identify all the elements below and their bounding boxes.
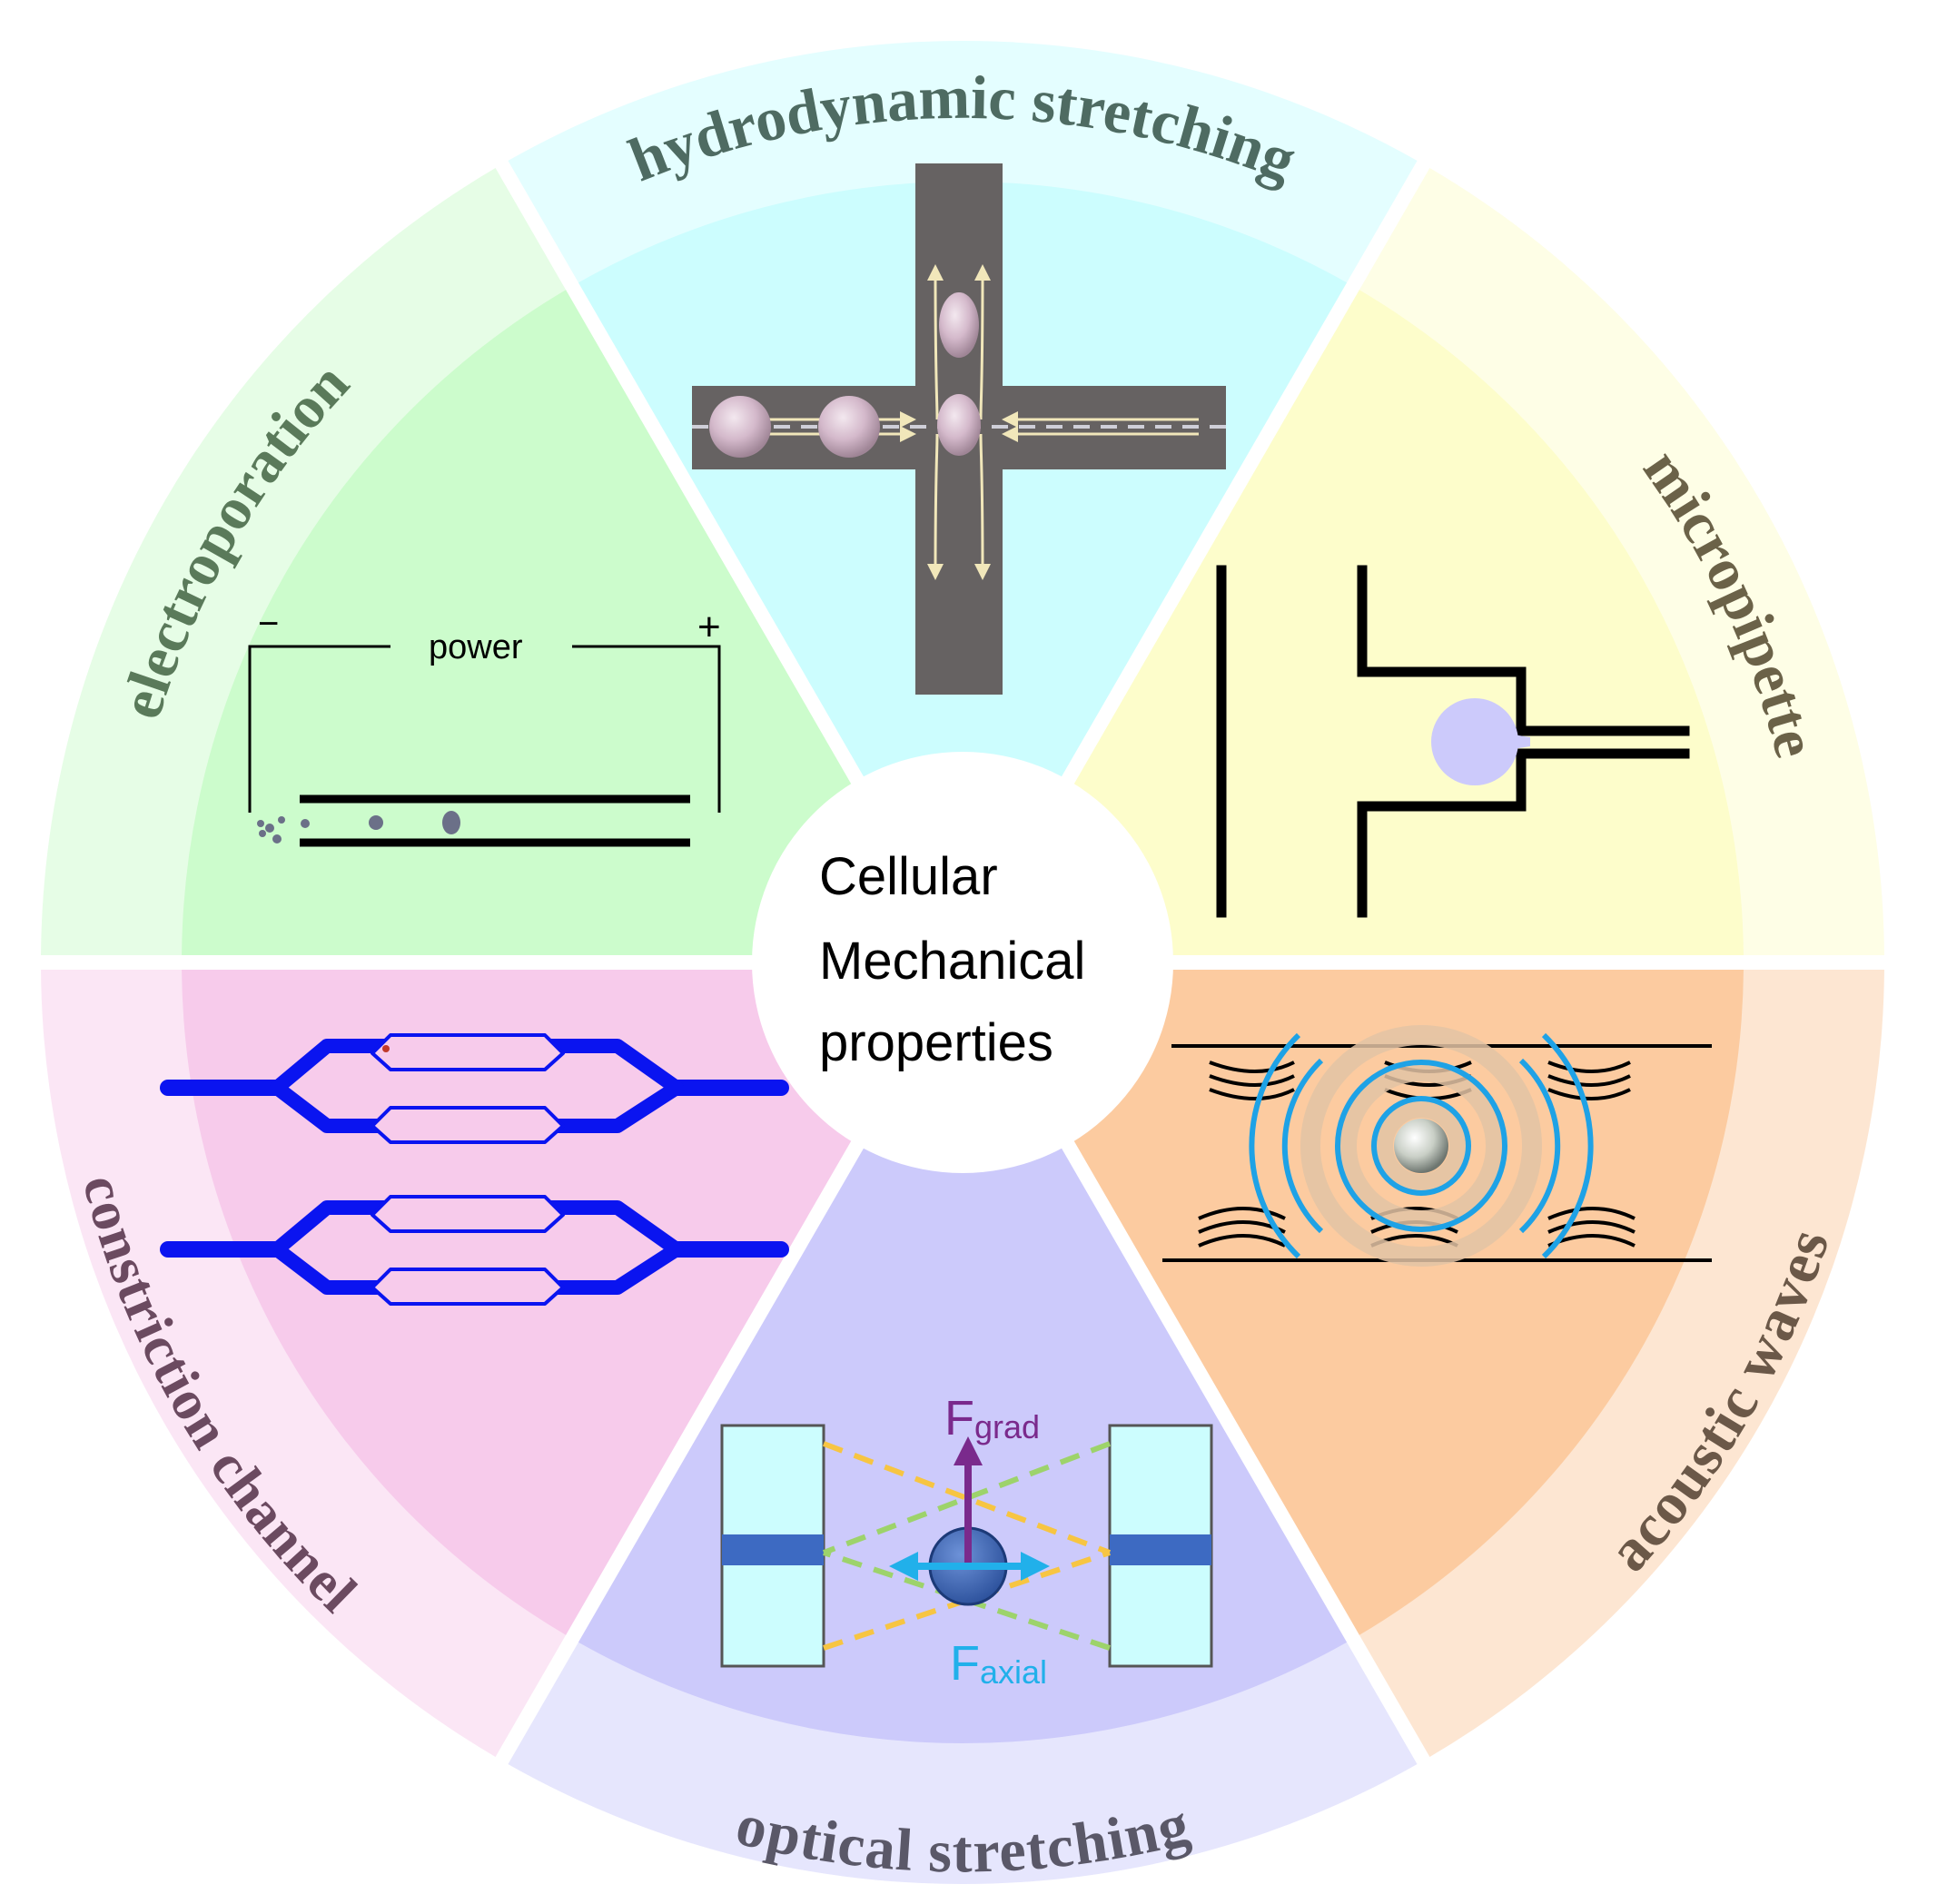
- constriction-illustration: [160, 1033, 789, 1306]
- minus-sign: −: [258, 604, 279, 644]
- f-axial-label: Faxial: [950, 1636, 1047, 1691]
- hydrodynamic-illustration: [692, 163, 1226, 695]
- power-label: power: [429, 628, 523, 666]
- wedge-layer: [41, 41, 1884, 1884]
- aspirated-cell: [1431, 698, 1518, 785]
- cell: [818, 396, 880, 458]
- particle: [1394, 1119, 1448, 1173]
- stretched-cell: [939, 292, 979, 358]
- constriction-wedge: [182, 969, 951, 1635]
- stretched-cell: [937, 394, 981, 456]
- electroporation-illustration: − + power: [248, 604, 721, 847]
- cell: [709, 396, 771, 458]
- acoustic-illustration: [1162, 1025, 1712, 1267]
- optical-illustration: Fgrad Faxial: [720, 1391, 1213, 1691]
- electroporation-wedge: [182, 290, 951, 956]
- center-label: Cellular Mechanical properties: [819, 847, 1101, 1072]
- center-circle: [752, 752, 1173, 1173]
- plus-sign: +: [697, 605, 721, 649]
- f-grad-label: Fgrad: [944, 1391, 1040, 1445]
- micropipette-illustration: [1216, 565, 1690, 918]
- acoustic-wedge: [974, 969, 1744, 1635]
